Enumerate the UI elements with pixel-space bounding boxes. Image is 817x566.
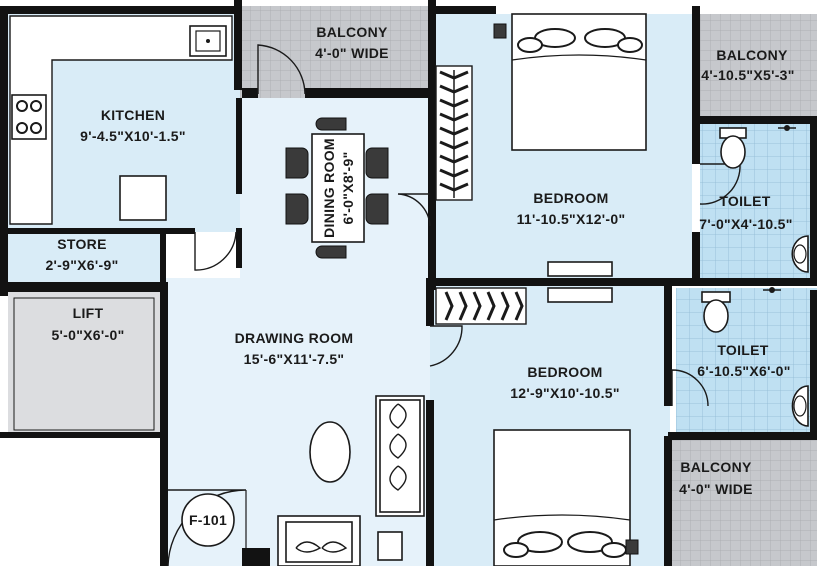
- lift-size: 5'-0"X6'-0": [51, 327, 124, 343]
- sink-icon: [189, 25, 227, 57]
- toilet-top-name: TOILET: [719, 193, 770, 209]
- tv-unit-bottom: [547, 287, 613, 303]
- balcony-top-floor: [240, 6, 430, 98]
- bedside-lamp-bottom-icon: [625, 539, 639, 555]
- balcony-bottom-floor: [670, 440, 817, 566]
- drawing-name: DRAWING ROOM: [235, 330, 354, 346]
- store-name: STORE: [57, 236, 106, 252]
- kitchen-size: 9'-4.5"X10'-1.5": [80, 128, 186, 144]
- bed-bottom-icon: [493, 429, 631, 566]
- shower-top-icon: [778, 125, 796, 131]
- kitchen-name: KITCHEN: [101, 107, 165, 123]
- balcony-bottom-name: BALCONY: [680, 459, 752, 475]
- balcony-top-name: BALCONY: [316, 24, 388, 40]
- lift-lower-white: [0, 440, 163, 566]
- shower-bottom-icon: [763, 287, 781, 293]
- toilet-top-size: 7'-0"X4'-10.5": [699, 216, 792, 232]
- drawing-size: 15'-6"X11'-7.5": [244, 351, 345, 367]
- balcony-right-size: 4'-10.5"X5'-3": [701, 67, 794, 83]
- flat-number-circle: [181, 493, 235, 547]
- sofa-right-icon: [375, 395, 425, 517]
- dining-size: 6'-0"X8'-9": [340, 151, 356, 224]
- balcony-bottom-size: 4'-0" WIDE: [679, 481, 753, 497]
- wardrobe-top: [435, 65, 473, 201]
- balcony-right-name: BALCONY: [716, 47, 788, 63]
- lift-name: LIFT: [73, 305, 104, 321]
- kitchen-table: [119, 175, 167, 221]
- bedroom-top-name: BEDROOM: [533, 190, 608, 206]
- balcony-right-floor: [692, 14, 817, 122]
- lift-floor: [8, 292, 163, 432]
- sofa-bottom-icon: [277, 515, 361, 566]
- washbasin-top-icon: [791, 235, 809, 273]
- toilet-bottom-name: TOILET: [717, 342, 768, 358]
- dining-table-icon: [285, 117, 389, 259]
- center-table-icon: [309, 421, 351, 483]
- toilet-bottom-size: 6'-10.5"X6'-0": [697, 363, 790, 379]
- side-table-icon: [377, 531, 403, 561]
- bedside-lamp-icon: [493, 23, 507, 39]
- bedroom-bottom-size: 12'-9"X10'-10.5": [510, 385, 620, 401]
- store-floor: [8, 232, 165, 282]
- washbasin-bottom-icon: [791, 385, 809, 427]
- bed-top-icon: [511, 13, 647, 151]
- dining-name: DINING ROOM: [321, 138, 337, 238]
- stove-icon: [11, 94, 47, 140]
- store-size: 2'-9"X6'-9": [45, 257, 118, 273]
- balcony-top-size: 4'-0" WIDE: [315, 45, 389, 61]
- flat-number-label: F-101: [189, 512, 227, 528]
- lift-shaft: [13, 297, 155, 431]
- wardrobe-bottom: [435, 287, 527, 325]
- toilet-bottom-icon: [701, 291, 731, 333]
- bedroom-top-size: 11'-10.5"X12'-0": [517, 211, 626, 227]
- bedroom-bottom-name: BEDROOM: [527, 364, 602, 380]
- tv-unit-top: [547, 261, 613, 277]
- toilet-top-icon: [719, 127, 747, 169]
